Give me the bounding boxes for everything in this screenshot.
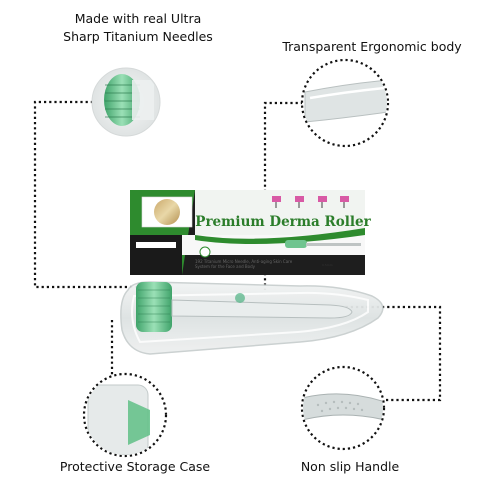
- case-closeup: [82, 372, 168, 458]
- needles-label-line-2: Sharp Titanium Needles: [63, 29, 213, 44]
- case-label: Protective Storage Case: [59, 459, 211, 474]
- product-box: [130, 190, 365, 275]
- box-title: Premium Derma Roller: [195, 214, 371, 230]
- body-label: Transparent Ergonomic body: [282, 39, 462, 54]
- box-subtitle-1: 192 Titanium Micro Needle, Anti-aging Sk…: [195, 259, 293, 264]
- needles-label-line-1: Made with real Ultra: [74, 11, 202, 26]
- needles-closeup: [91, 67, 161, 137]
- box-size: 0.5mm: [322, 263, 333, 267]
- roller-icons: [272, 196, 349, 208]
- storage-case: [120, 281, 384, 355]
- connector-handle: [330, 305, 442, 402]
- handle-closeup: [300, 365, 386, 451]
- needles-label: Made with real Ultra Sharp Titanium Need…: [58, 10, 218, 46]
- handle-label: Non slip Handle: [300, 459, 400, 474]
- body-closeup: [300, 58, 390, 148]
- box-subtitle-2: System for the Face and Body: [195, 264, 256, 269]
